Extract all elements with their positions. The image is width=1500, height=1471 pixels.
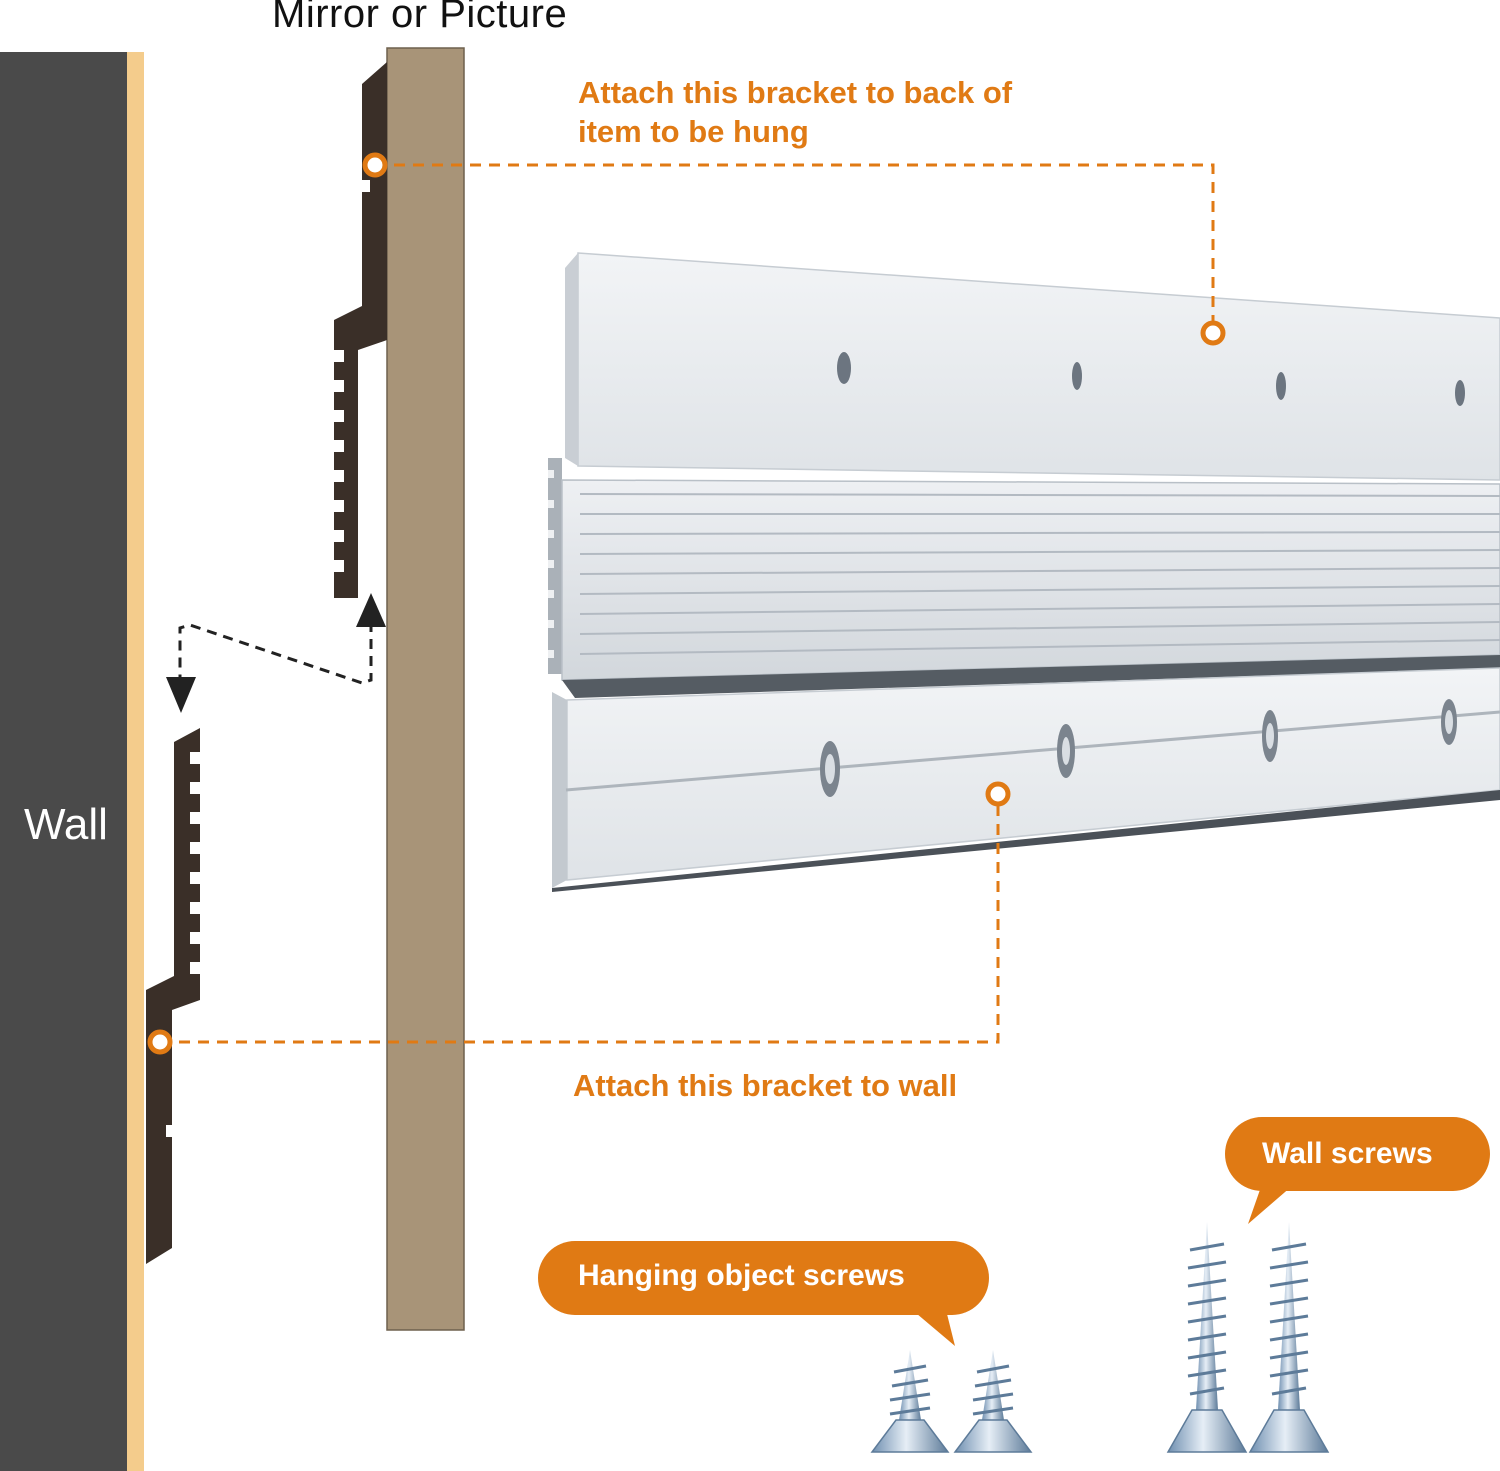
dot-aluminum-bottom — [985, 781, 1011, 807]
upper-bracket-profile — [334, 62, 387, 598]
bubble-wall-screws — [1225, 1117, 1490, 1224]
picture-board — [386, 47, 465, 1331]
title-mirror-or-picture: Mirror or Picture — [272, 0, 568, 36]
long-screw-icon — [1248, 1222, 1330, 1453]
wall-surface-edge — [127, 52, 144, 1471]
short-screw-icon — [953, 1350, 1033, 1453]
arrow-up-icon — [356, 593, 386, 627]
wall — [0, 52, 127, 1471]
aluminum-bracket — [548, 252, 1500, 892]
movement-path — [178, 622, 373, 685]
wall-label: Wall — [24, 800, 108, 849]
bubble-hanging-screws — [538, 1241, 989, 1346]
hanging-object-screws — [870, 1350, 1033, 1453]
note-attach-to-item-line2: item to be hung — [578, 114, 809, 149]
dot-aluminum-top — [1200, 320, 1226, 346]
callout-lines — [160, 163, 1215, 1044]
dot-upper-bracket — [362, 152, 388, 178]
arrow-down-icon — [166, 677, 196, 713]
label-wall-screws: Wall screws — [1262, 1137, 1433, 1170]
wall-screws — [1166, 1222, 1330, 1453]
lower-bracket-profile — [146, 728, 200, 1264]
long-screw-icon — [1166, 1222, 1248, 1453]
callout-dots — [147, 152, 1226, 1055]
note-attach-to-item: Attach this bracket to back of item to b… — [578, 73, 1012, 151]
note-attach-to-wall: Attach this bracket to wall — [573, 1068, 958, 1103]
label-hanging-object-screws: Hanging object screws — [578, 1259, 905, 1292]
short-screw-icon — [870, 1350, 950, 1453]
dot-lower-bracket — [147, 1029, 173, 1055]
note-attach-to-item-line1: Attach this bracket to back of — [578, 75, 1013, 110]
